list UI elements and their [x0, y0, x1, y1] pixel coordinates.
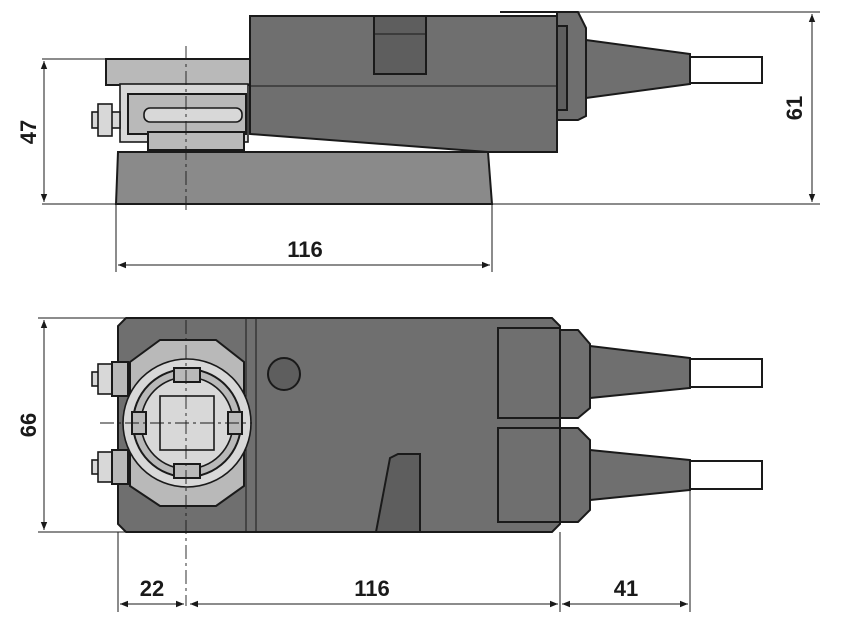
dim-label-66: 66 — [16, 413, 41, 437]
side-view: 47 61 116 — [16, 11, 820, 272]
top-view: 66 22 116 41 — [16, 317, 763, 612]
dim-label-top-116: 116 — [354, 576, 390, 601]
top-cable-gland-upper — [589, 344, 691, 400]
top-connector-lower — [497, 427, 561, 523]
dim-label-side-116: 116 — [287, 237, 323, 262]
side-top-window — [373, 15, 427, 75]
top-release-lever — [374, 453, 421, 533]
side-clamp-bolt — [143, 107, 243, 123]
top-indicator-dot — [267, 357, 301, 391]
dim-label-22: 22 — [140, 576, 164, 601]
side-cable-gland — [585, 38, 691, 100]
side-cable — [689, 56, 763, 84]
side-main-housing — [249, 15, 558, 153]
side-clamp-plate — [105, 58, 251, 86]
dim-label-41: 41 — [614, 576, 638, 601]
top-cable-lower — [689, 460, 763, 490]
dim-label-47: 47 — [16, 120, 41, 144]
top-cable-gland-lower — [589, 448, 691, 502]
top-connector-upper — [497, 327, 561, 419]
top-cable-upper — [689, 358, 763, 388]
side-base-plinth — [114, 151, 494, 205]
dim-label-61: 61 — [782, 96, 807, 120]
